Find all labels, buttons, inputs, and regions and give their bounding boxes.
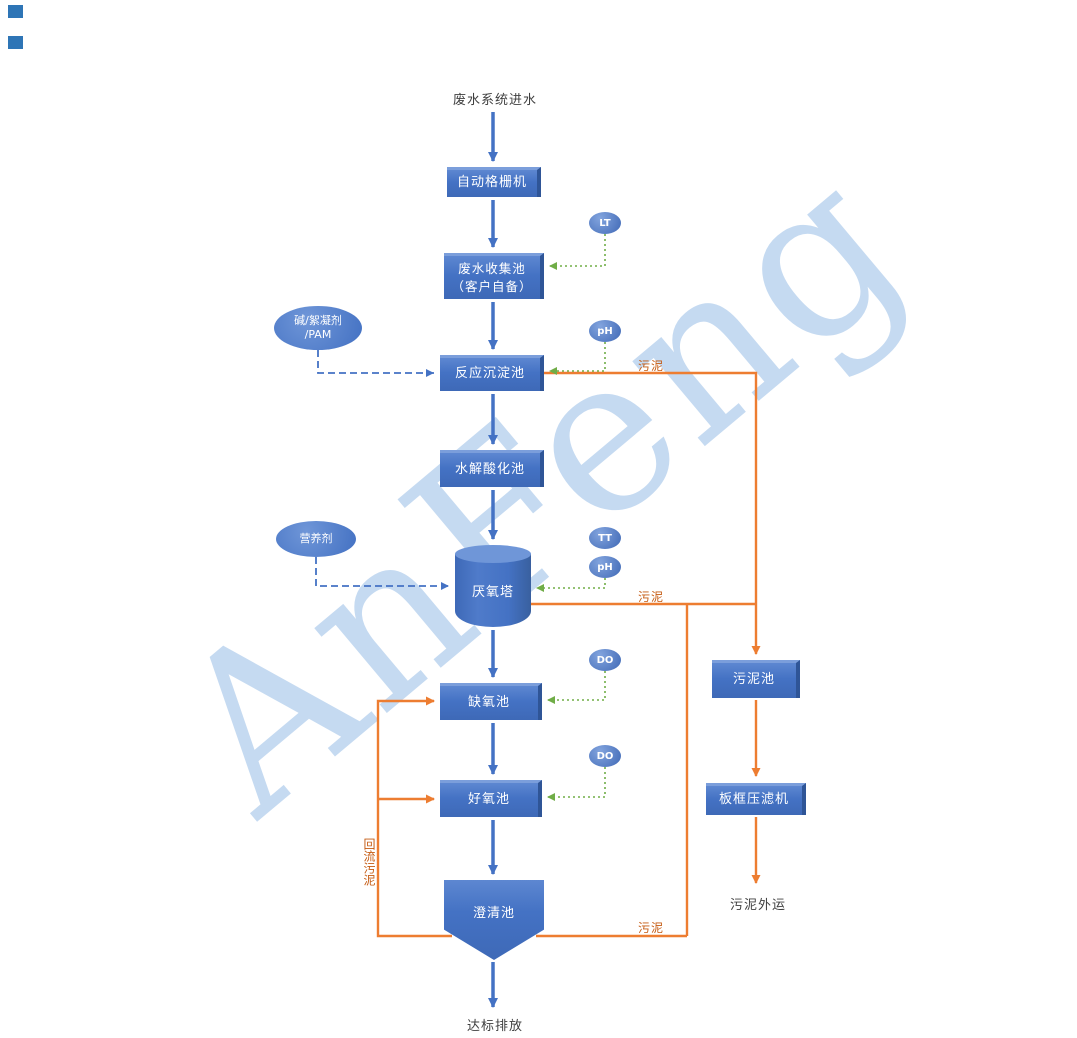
collection-tank-line2: （客户自备） xyxy=(451,278,533,294)
node-bar-screen: 自动格栅机 xyxy=(447,167,541,197)
sensor-do1: DO xyxy=(589,649,621,671)
dosing-links xyxy=(315,350,449,590)
dosing-alkali-line1: 碱/絮凝剂 xyxy=(294,313,342,327)
dosing-alkali-pam: 碱/絮凝剂 /PAM xyxy=(274,306,362,350)
inflow-label: 废水系统进水 xyxy=(452,93,537,108)
node-sludge-tank: 污泥池 xyxy=(712,660,800,698)
discharge-label: 达标排放 xyxy=(466,1019,523,1034)
corner-marker-icon xyxy=(8,5,23,18)
node-hydrolysis-tank: 水解酸化池 xyxy=(440,450,544,487)
sensor-ph2: pH xyxy=(589,556,621,578)
sludge-out-label: 污泥外运 xyxy=(729,898,786,913)
node-filter-press: 板框压滤机 xyxy=(706,783,806,815)
sludge-label-1: 污泥 xyxy=(638,359,665,373)
return-sludge-label: 回流污泥 xyxy=(362,838,376,886)
return-sludge-line xyxy=(376,696,452,938)
sludge-line-reaction xyxy=(544,371,761,655)
node-reaction-tank: 反应沉淀池 xyxy=(440,355,544,391)
node-aerobic-tank: 好氧池 xyxy=(440,780,542,817)
sensor-links xyxy=(536,234,606,801)
sludge-label-3: 污泥 xyxy=(638,921,665,935)
sensor-tt: TT xyxy=(589,527,621,549)
sensor-do2: DO xyxy=(589,745,621,767)
sludge-label-2: 污泥 xyxy=(638,590,665,604)
node-collection-tank: 废水收集池 （客户自备） xyxy=(444,253,544,299)
node-anoxic-tank: 缺氧池 xyxy=(440,683,542,720)
anaerobic-tower-label: 厌氧塔 xyxy=(471,585,514,600)
corner-marker-icon xyxy=(8,36,23,49)
sensor-ph1: pH xyxy=(589,320,621,342)
sludge-lines xyxy=(376,371,761,938)
collection-tank-line1: 废水收集池 xyxy=(458,261,526,276)
dosing-nutrient: 营养剂 xyxy=(276,521,356,557)
dosing-alkali-line2: /PAM xyxy=(304,328,332,341)
sensor-lt: LT xyxy=(589,212,621,234)
node-anaerobic-tower: 厌氧塔 xyxy=(455,545,531,627)
